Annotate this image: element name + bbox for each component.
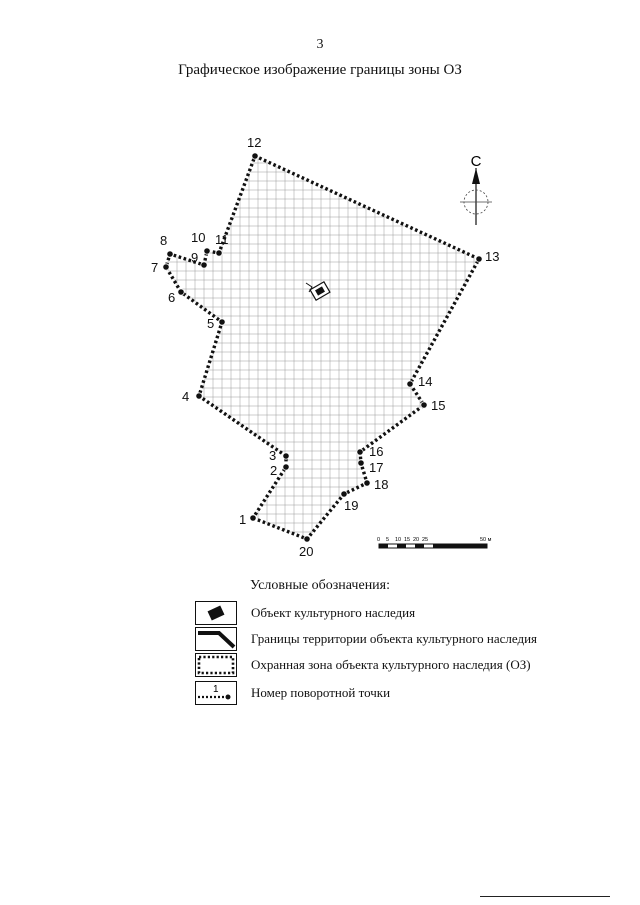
- turning-point-marker: [475, 255, 483, 263]
- heritage-object-swatch-icon: [195, 601, 237, 625]
- turning-point-marker: [282, 452, 290, 460]
- turning-point-marker: [340, 490, 348, 498]
- turning-point-marker: [166, 250, 174, 258]
- turning-point-label: 11: [215, 232, 229, 247]
- turning-point-label: 18: [374, 477, 388, 492]
- turning-point-label: 20: [299, 544, 313, 559]
- cultural-heritage-object: [309, 280, 331, 302]
- turning-point-marker: [406, 380, 414, 388]
- scale-tick-label: 5: [386, 537, 389, 543]
- protection-zone-boundary: [164, 153, 482, 542]
- legend-label: Объект культурного наследия: [251, 605, 416, 620]
- turning-point-label: 2: [270, 463, 277, 478]
- turning-point-marker: [177, 288, 185, 296]
- turning-point-label: 4: [182, 389, 189, 404]
- turning-point-label: 7: [151, 260, 158, 275]
- scale-tick-label: 0: [377, 537, 380, 543]
- turning-point-marker: [420, 401, 428, 409]
- turning-point-marker: [195, 392, 203, 400]
- legend-label: Охранная зона объекта культурного наслед…: [251, 657, 531, 672]
- turning-point-label: 3: [269, 448, 276, 463]
- turning-point-marker: [357, 459, 365, 467]
- turning-point-label: 19: [344, 498, 358, 513]
- turning-point-marker: [162, 263, 170, 271]
- legend-label: Номер поворотной точки: [251, 685, 391, 700]
- turning-point-label: 16: [369, 444, 383, 459]
- turning-point-label: 17: [369, 460, 383, 475]
- page-title: Графическое изображение границы зоны ОЗ: [178, 62, 462, 78]
- turning-point-marker: [303, 535, 311, 543]
- scale-tick-label: 10: [395, 537, 401, 543]
- turning-point-marker: [251, 152, 259, 160]
- turning-point-label: 6: [168, 290, 175, 305]
- scale-tick-label: 15: [404, 537, 410, 543]
- turning-point-marker: [249, 514, 257, 522]
- turning-point-marker: [282, 463, 290, 471]
- page-number: 3: [316, 37, 324, 52]
- turning-point-label: 5: [207, 316, 214, 331]
- turning-point-swatch-icon: 1: [195, 681, 237, 705]
- turning-point-marker: [200, 261, 208, 269]
- scale-end-label: 50 м: [480, 537, 492, 543]
- turning-point-label: 12: [247, 135, 261, 150]
- north-label: С: [471, 153, 482, 170]
- turning-point-marker: [215, 249, 223, 257]
- legend-title: Условные обозначения:: [249, 578, 391, 593]
- turning-point-marker: [203, 247, 211, 255]
- object-annotation-mark: [305, 282, 313, 293]
- protection-zone-swatch-icon: [195, 653, 237, 677]
- footer-rule: [480, 896, 610, 897]
- turning-point-label: 14: [418, 374, 432, 389]
- grid-hatching: [166, 156, 479, 539]
- turning-point-label: 8: [160, 233, 167, 248]
- turning-point-label: 9: [191, 250, 198, 265]
- territory-boundary-swatch-icon: [195, 627, 237, 651]
- turning-point-label: 1: [239, 512, 246, 527]
- turning-point-label: 13: [485, 249, 499, 264]
- scale-tick-label: 25: [422, 537, 428, 543]
- turning-point-swatch-number: 1: [213, 684, 219, 695]
- turning-point-marker: [356, 448, 364, 456]
- scale-tick-label: 20: [413, 537, 419, 543]
- turning-point-label: 10: [191, 230, 205, 245]
- turning-point-label: 15: [431, 398, 445, 413]
- legend-label: Границы территории объекта культурного н…: [251, 631, 538, 646]
- turning-point-marker: [218, 318, 226, 326]
- turning-point-marker: [363, 479, 371, 487]
- north-arrow: С: [460, 153, 492, 225]
